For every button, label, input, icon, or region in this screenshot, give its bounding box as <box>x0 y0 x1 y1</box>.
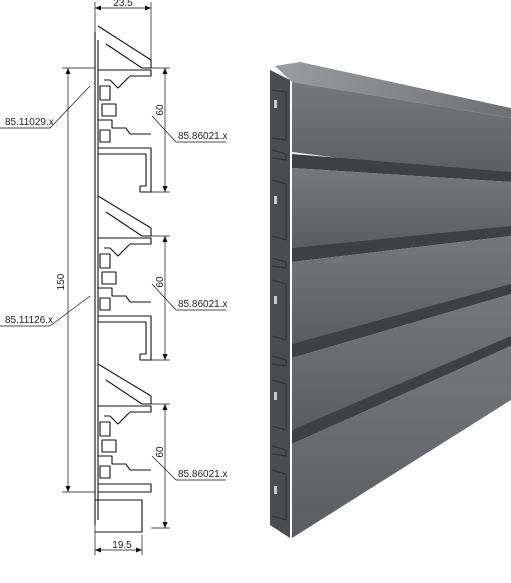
panel-top-ledge <box>275 62 511 118</box>
module-height-label-1: 60 <box>155 104 166 116</box>
profile-module-1 <box>97 25 152 193</box>
panel-end-face <box>270 70 290 538</box>
profile-module-2 <box>97 195 152 361</box>
panel-groove-1 <box>292 154 511 182</box>
top-width-dimension: 23.5 <box>94 0 152 65</box>
panel-slat-3 <box>292 236 511 344</box>
panel-slat-5 <box>292 346 511 538</box>
rendered-panel <box>270 62 511 538</box>
panel-groove-4 <box>292 336 511 444</box>
panel-slat-4 <box>292 294 511 430</box>
panel-slat-1 <box>292 82 511 180</box>
panel-slat-2 <box>292 168 511 248</box>
callout-right-3: 85.86021.x <box>178 469 228 480</box>
total-height-dimension: 150 <box>56 67 95 493</box>
callout-right-2: 85.86021.x <box>178 299 228 310</box>
callout-left-top: 85.11029.x <box>5 117 54 128</box>
cross-section-profile <box>94 25 152 533</box>
panel-groove-3 <box>292 284 511 358</box>
bottom-width-dimension: 19.5 <box>94 500 143 555</box>
module-height-label-3: 60 <box>155 446 166 458</box>
callout-right-1: 85.86021.x <box>178 131 228 142</box>
total-height-label: 150 <box>56 273 67 290</box>
callouts: 85.11029.x 85.11126.x 85.86021.x 85.8602… <box>0 85 228 481</box>
profile-module-3 <box>95 363 152 533</box>
top-width-label: 23.5 <box>113 0 133 9</box>
callout-left-mid: 85.11126.x <box>5 315 53 326</box>
bottom-width-label: 19.5 <box>112 540 132 551</box>
panel-groove-2 <box>292 226 511 262</box>
module-height-dimensions: 60 60 60 <box>151 67 170 529</box>
module-height-label-2: 60 <box>155 276 166 288</box>
